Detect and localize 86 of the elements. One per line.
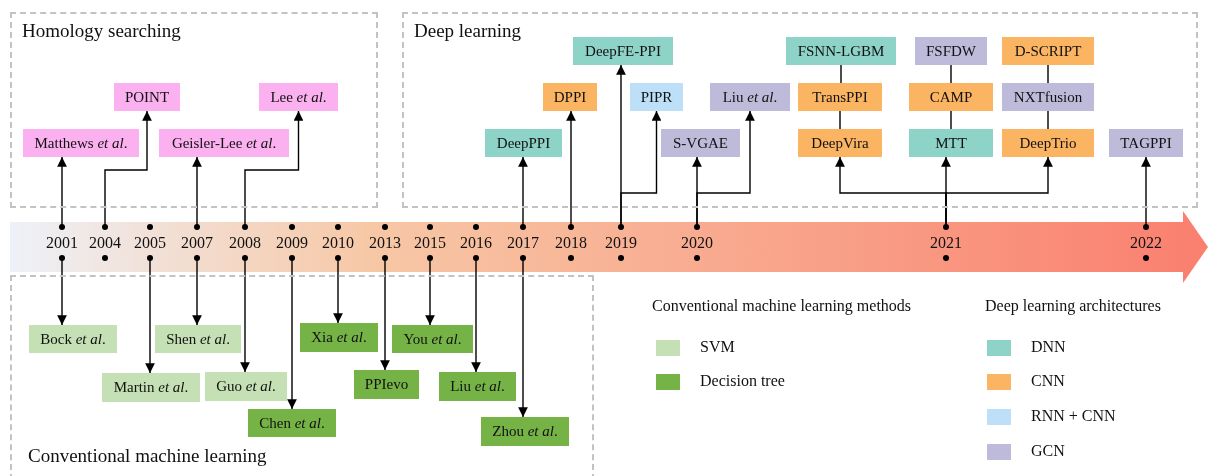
method-box: Liu et al. (439, 372, 516, 401)
method-box: CAMP (909, 83, 993, 111)
group-title: Conventional machine learning (28, 445, 267, 467)
year-label: 2008 (224, 226, 266, 259)
method-box: Shen et al. (155, 325, 241, 353)
arrow (192, 156, 202, 227)
connector-line (1047, 64, 1049, 84)
method-box: Chen et al. (248, 409, 336, 437)
year-label: 2016 (455, 226, 497, 259)
method-box: You et al. (392, 325, 473, 353)
group-frame (10, 12, 378, 208)
year-label: 2010 (317, 226, 359, 259)
arrow (244, 110, 304, 227)
arrow (945, 156, 1053, 227)
method-box: PIPR (630, 83, 683, 111)
method-box: Martin et al. (102, 373, 200, 402)
year-label: 2013 (364, 226, 406, 259)
arrow (620, 110, 662, 227)
group-frame (10, 275, 594, 476)
method-box: FSNN-LGBM (786, 37, 896, 65)
year-label: 2015 (409, 226, 451, 259)
year-label: 2009 (271, 226, 313, 259)
year-label: 2019 (600, 226, 642, 259)
method-box: DeepTrio (1002, 129, 1094, 157)
arrow (471, 258, 481, 373)
method-box: Liu et al. (710, 83, 790, 111)
method-box: MTT (909, 129, 993, 157)
arrow (1141, 156, 1151, 227)
arrow (380, 258, 390, 371)
arrow (566, 110, 576, 227)
arrow (145, 258, 155, 374)
method-box: TAGPPI (1109, 129, 1183, 157)
year-label: 2017 (502, 226, 544, 259)
arrow (518, 258, 528, 418)
method-box: Lee et al. (259, 83, 338, 111)
connector-line (840, 64, 842, 84)
arrow (333, 258, 343, 324)
arrow (287, 258, 297, 410)
arrow (425, 258, 435, 326)
method-box: TransPPI (798, 83, 882, 111)
arrow (104, 110, 152, 227)
method-box: Zhou et al. (481, 417, 569, 446)
year-label: 2021 (925, 226, 967, 259)
legend-text: RNN + CNN (1031, 407, 1116, 425)
method-box: DeepVira (798, 129, 882, 157)
year-label: 2001 (41, 226, 83, 259)
legend-text: GCN (1031, 442, 1065, 460)
connector-line (950, 110, 952, 130)
method-box: S-VGAE (661, 129, 740, 157)
method-box: Xia et al. (300, 323, 378, 352)
connector-line (950, 64, 952, 84)
arrow (192, 258, 202, 326)
arrow (696, 110, 755, 227)
connector-line (839, 110, 841, 130)
year-label: 2022 (1125, 226, 1167, 259)
method-box: POINT (114, 83, 180, 111)
legend-heading: Deep learning architectures (985, 297, 1161, 315)
legend-heading: Conventional machine learning methods (652, 297, 912, 315)
group-frame (402, 12, 1198, 208)
legend-text: SVM (700, 338, 735, 356)
arrow (240, 258, 250, 373)
method-box: DeepFE-PPI (573, 37, 673, 65)
method-box: Matthews et al. (23, 129, 139, 157)
legend-text: DNN (1031, 338, 1066, 356)
method-box: Guo et al. (205, 372, 287, 401)
year-label: 2007 (176, 226, 218, 259)
group-title: Deep learning (414, 20, 522, 42)
method-box: DPPI (543, 83, 597, 111)
legend-text: Decision tree (700, 372, 785, 390)
legend-text: CNN (1031, 372, 1065, 390)
method-box: PPIevo (354, 370, 419, 399)
method-box: FSFDW (915, 37, 987, 65)
year-label: 2020 (676, 226, 718, 259)
year-label: 2005 (129, 226, 171, 259)
connector-line (1047, 110, 1049, 130)
method-box: Bock et al. (29, 325, 117, 353)
year-label: 2004 (84, 226, 126, 259)
arrow (518, 156, 528, 227)
method-box: D-SCRIPT (1002, 37, 1094, 65)
method-box: DeepPPI (485, 129, 562, 157)
method-box: NXTfusion (1002, 83, 1094, 111)
group-title: Homology searching (22, 20, 181, 42)
arrow (57, 156, 67, 227)
arrow (57, 258, 67, 326)
method-box: Geisler-Lee et al. (159, 129, 289, 157)
year-label: 2018 (550, 226, 592, 259)
